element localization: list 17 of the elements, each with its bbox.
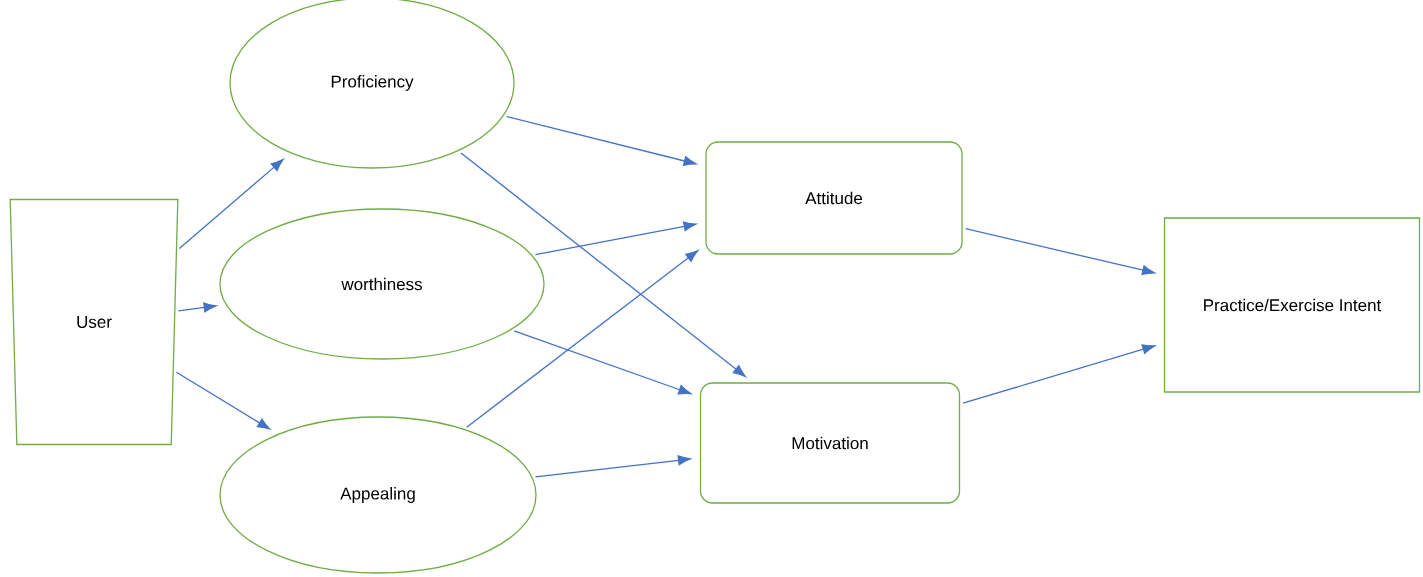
trapezoid-node: User — [9, 198, 179, 446]
rounded-box: Motivation — [699, 382, 961, 504]
ellipse-node: worthiness — [219, 208, 545, 360]
rounded-box: Attitude — [705, 141, 963, 255]
process-box: Practice/Exercise Intent — [1163, 217, 1421, 393]
arrow — [466, 250, 699, 428]
arrow — [962, 344, 1156, 404]
arrow — [178, 158, 284, 250]
arrow — [534, 455, 691, 478]
arrow — [964, 228, 1156, 276]
arrow — [506, 115, 697, 166]
arrow — [513, 330, 692, 395]
arrow — [460, 152, 746, 377]
arrow — [534, 221, 697, 256]
arrow — [175, 371, 271, 430]
ellipse-node: Appealing — [219, 416, 537, 574]
arrow — [177, 302, 217, 313]
